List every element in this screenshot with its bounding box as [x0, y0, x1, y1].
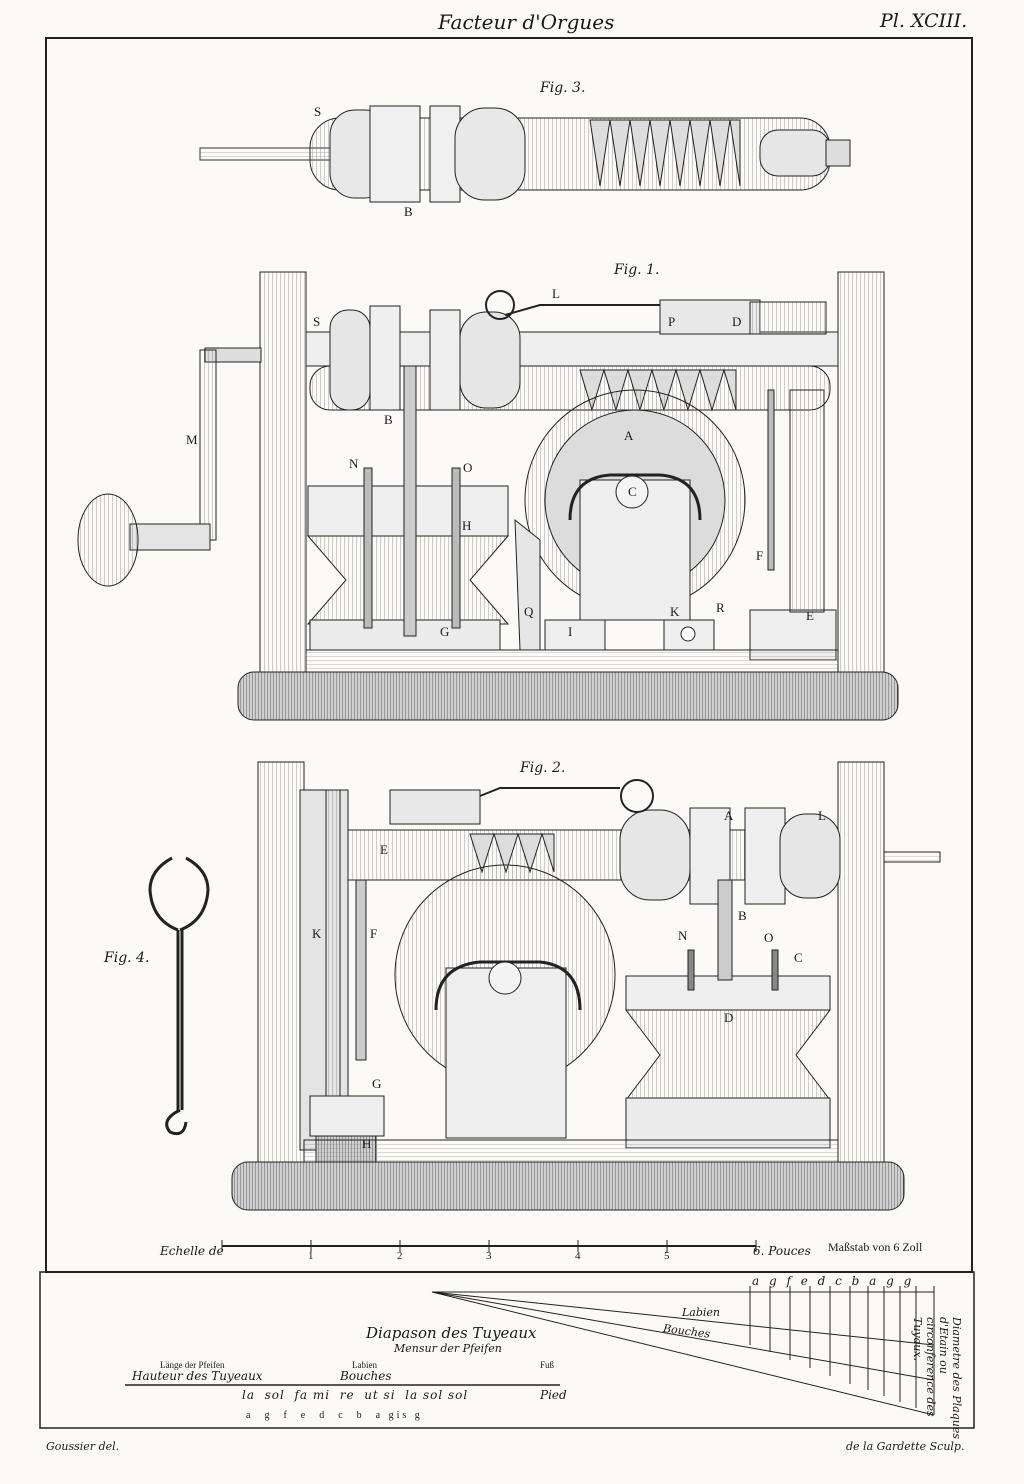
fig1-label-s: S: [313, 314, 321, 329]
fig2-label-l: L: [818, 808, 826, 823]
scale-tick-5: 5: [664, 1250, 670, 1262]
fig1-label-a: A: [624, 428, 634, 443]
diapason-subtitle: Mensur der Pfeifen: [394, 1342, 502, 1355]
fig2-label-a: A: [724, 808, 734, 823]
fig1-label-c: C: [628, 484, 637, 499]
fig4-caption: Fig. 4.: [104, 950, 150, 966]
scale-tick-2: 2: [397, 1250, 403, 1262]
fig1-label-l: L: [552, 286, 560, 301]
scale-right-label: Maßstab von 6 Zoll: [828, 1240, 923, 1254]
fig1-label-r: R: [716, 600, 725, 615]
fig2-label-g: G: [372, 1076, 382, 1091]
fig2-label-f: F: [370, 926, 378, 941]
fig1-label-g: G: [440, 624, 450, 639]
plate-number: Pl. XCIII.: [880, 10, 968, 32]
scale-left-label: Echelle de: [160, 1244, 224, 1258]
fig1-label-k: K: [670, 604, 680, 619]
fig1-caption: Fig. 1.: [614, 262, 660, 278]
fig2-label-b: B: [738, 908, 747, 923]
fig2-label-n: N: [678, 928, 688, 943]
fig1-label-m: M: [186, 432, 198, 447]
fig1-label-n: N: [349, 456, 359, 471]
fig3-label-s: S: [314, 104, 322, 119]
fig1-label-p: P: [668, 314, 676, 329]
fan-labien-label: Labien: [682, 1306, 721, 1319]
fig1-label-q: Q: [524, 604, 534, 619]
footer-engraver: de la Gardette Sculp.: [846, 1440, 965, 1453]
fig1-label-f: F: [756, 548, 764, 563]
fig1-label-e: E: [806, 608, 814, 623]
fig2-caption: Fig. 2.: [520, 760, 566, 776]
fig2-label-o: O: [764, 930, 774, 945]
bouches-label: Bouches: [340, 1369, 392, 1383]
notes-german: a g f e d c b a gis g: [246, 1410, 423, 1421]
fig1-label-d: D: [732, 314, 742, 329]
vertical-note: Diametre des Plaques d'Etain ou circonfe…: [911, 1317, 963, 1439]
fig4-key-tool: [148, 856, 210, 1136]
fig1-label-h: H: [462, 518, 472, 533]
fig1-label-b: B: [384, 412, 393, 427]
diapason-title: Diapason des Tuyeaux: [366, 1324, 537, 1342]
fig2-label-c: C: [794, 950, 803, 965]
fig2-label-e: E: [380, 842, 388, 857]
plate-title: Facteur d'Orgues: [438, 10, 615, 34]
scale-tick-1: 1: [308, 1250, 314, 1262]
fig2-organ-mechanism: [231, 761, 941, 1211]
length-label-de: Länge der Pfeifen: [160, 1360, 225, 1370]
notes-french: la sol fa mi re ut si la sol sol: [242, 1388, 469, 1402]
footer-draughtsman: Goussier del.: [46, 1440, 120, 1453]
fig1-organ-mechanism: [77, 271, 899, 721]
hauteur-label: Hauteur des Tuyeaux: [132, 1369, 263, 1383]
fan-letters: a g f e d c b a g g: [752, 1274, 915, 1288]
fig3-label-b: B: [404, 204, 413, 219]
lower-frame: [39, 1271, 975, 1429]
pied-label: Pied: [540, 1388, 567, 1402]
fig1-label-i: I: [568, 624, 573, 639]
fig3-caption: Fig. 3.: [540, 80, 586, 96]
fig2-label-h: H: [362, 1136, 372, 1151]
scale-tick-6: 6. Pouces: [753, 1244, 811, 1258]
fig3-cylinder: [199, 105, 851, 203]
fig2-label-k: K: [312, 926, 322, 941]
scale-tick-3: 3: [486, 1250, 492, 1262]
fig2-label-d: D: [724, 1010, 734, 1025]
diapason-diagram: [125, 1286, 935, 1416]
labien-label-de: Labien: [352, 1360, 377, 1370]
scale-bar: [221, 1240, 757, 1252]
fig1-label-o: O: [463, 460, 473, 475]
scale-tick-4: 4: [575, 1250, 581, 1262]
fuss-label: Fuß: [540, 1360, 555, 1370]
